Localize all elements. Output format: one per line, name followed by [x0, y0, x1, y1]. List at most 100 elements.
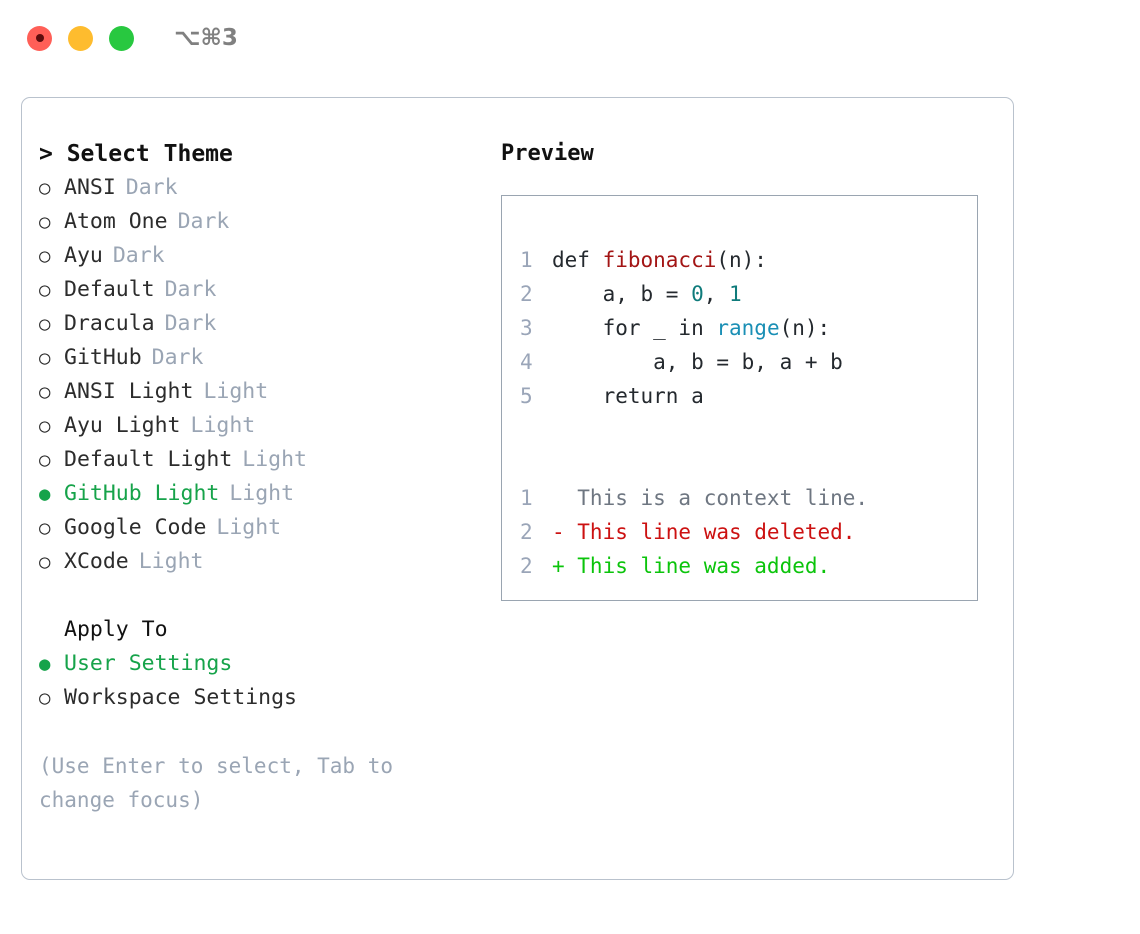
code-token-plain: , [703, 282, 730, 306]
theme-option-label: Atom One [64, 209, 168, 234]
diff-line-ctx: 1 This is a context line. [520, 481, 977, 515]
theme-variant-badge: Light [138, 549, 204, 574]
diff-line-content: - This line was deleted. [552, 520, 856, 544]
title-bar: ⌥⌘3 [0, 0, 1140, 76]
code-line-content: def fibonacci(n): [552, 243, 767, 277]
theme-option-label: Ayu [64, 243, 103, 268]
code-token-call: range [716, 316, 780, 340]
code-line-content: a, b = 0, 1 [552, 277, 742, 311]
line-number: 2 [520, 520, 533, 544]
preview-heading: Preview [501, 141, 594, 166]
code-token-plain: a, b = b, a + b [552, 350, 843, 374]
code-line: 5 return a [520, 379, 977, 413]
theme-option-label: GitHub Light [64, 481, 220, 506]
apply-to-list[interactable]: ●User Settings ○ Workspace Settings [39, 647, 479, 715]
code-line: 1 def fibonacci(n): [520, 243, 977, 277]
keyboard-shortcut-label: ⌥⌘3 [174, 25, 238, 51]
diff-line-del: 2 - This line was deleted. [520, 515, 977, 549]
theme-option-label: ANSI Light [64, 379, 194, 404]
theme-option-label: Default [64, 277, 155, 302]
line-number: 2 [520, 554, 533, 578]
theme-option-label: Google Code [64, 515, 207, 540]
code-token-plain: a, b = [552, 282, 692, 306]
close-button[interactable] [27, 25, 52, 51]
radio-unselected-icon: ○ [39, 449, 51, 471]
code-token-plain: def [552, 248, 603, 272]
keyboard-hint-text: (Use Enter to select, Tab to change focu… [39, 754, 406, 812]
theme-option-dracula[interactable]: ○ Dracula Dark [39, 307, 479, 341]
apply-to-option-workspace-settings[interactable]: ○ Workspace Settings [39, 681, 479, 715]
theme-option-label: XCode [64, 549, 129, 574]
theme-variant-badge: Dark [164, 311, 217, 336]
apply-to-option-user-settings[interactable]: ●User Settings [39, 647, 479, 681]
diff-line-content: + This line was added. [552, 554, 831, 578]
radio-unselected-icon: ○ [39, 415, 51, 437]
radio-unselected-icon: ○ [39, 687, 51, 709]
theme-option-label: Default Light [64, 447, 233, 472]
code-token-num: 1 [729, 282, 742, 306]
code-token-func: fibonacci [602, 248, 717, 272]
theme-variant-badge: Dark [164, 277, 217, 302]
theme-option-label: GitHub [64, 345, 142, 370]
apply-to-option-label: User Settings [64, 651, 233, 676]
theme-variant-badge: Dark [177, 209, 230, 234]
code-line: 4 a, b = b, a + b [520, 345, 977, 379]
theme-variant-badge: Light [203, 379, 269, 404]
maximize-button[interactable] [109, 25, 134, 51]
theme-variant-badge: Dark [151, 345, 204, 370]
line-number: 5 [520, 384, 533, 408]
theme-variant-badge: Light [190, 413, 256, 438]
line-number: 4 [520, 350, 533, 374]
code-line: 3 for _ in range(n): [520, 311, 977, 345]
line-number: 1 [520, 486, 533, 510]
code-token-num: 0 [691, 282, 704, 306]
theme-variant-badge: Light [216, 515, 282, 540]
minimize-button[interactable] [68, 25, 93, 51]
code-token-plain: (n): [716, 248, 767, 272]
theme-option-default-light[interactable]: ○ Default Light Light [39, 443, 479, 477]
theme-option-label: Ayu Light [64, 413, 181, 438]
line-number: 3 [520, 316, 533, 340]
code-line-content: return a [552, 379, 704, 413]
radio-unselected-icon: ○ [39, 517, 51, 539]
code-token-plain: return a [552, 384, 704, 408]
diff-sample: 1 This is a context line. 2 - This line wa… [520, 481, 977, 583]
code-line-content: for _ in range(n): [552, 311, 831, 345]
radio-unselected-icon: ○ [39, 279, 51, 301]
window-controls [27, 25, 134, 51]
radio-unselected-icon: ○ [39, 245, 51, 267]
theme-option-google-code[interactable]: ○ Google Code Light [39, 511, 479, 545]
theme-option-ayu-light[interactable]: ○ Ayu Light Light [39, 409, 479, 443]
code-token-plain: for _ in [552, 316, 717, 340]
theme-variant-badge: Light [242, 447, 308, 472]
line-number: 1 [520, 248, 533, 272]
code-line: 2 a, b = 0, 1 [520, 277, 977, 311]
close-icon [35, 34, 44, 42]
theme-variant-badge: Dark [125, 175, 178, 200]
theme-option-ansi[interactable]: ○ ANSI Dark [39, 171, 479, 205]
apply-to-option-label: Workspace Settings [64, 685, 297, 710]
theme-option-ayu[interactable]: ○ Ayu Dark [39, 239, 479, 273]
diff-line-add: 2 + This line was added. [520, 549, 977, 583]
theme-option-default[interactable]: ○ Default Dark [39, 273, 479, 307]
radio-unselected-icon: ○ [39, 177, 51, 199]
radio-unselected-icon: ○ [39, 313, 51, 335]
theme-option-label: Dracula [64, 311, 155, 336]
theme-variant-badge: Dark [112, 243, 165, 268]
theme-option-label: ANSI [64, 175, 116, 200]
line-number: 2 [520, 282, 533, 306]
list-spacer [39, 579, 479, 613]
code-diff-gap-2 [520, 447, 977, 481]
theme-variant-badge: Light [229, 481, 295, 506]
